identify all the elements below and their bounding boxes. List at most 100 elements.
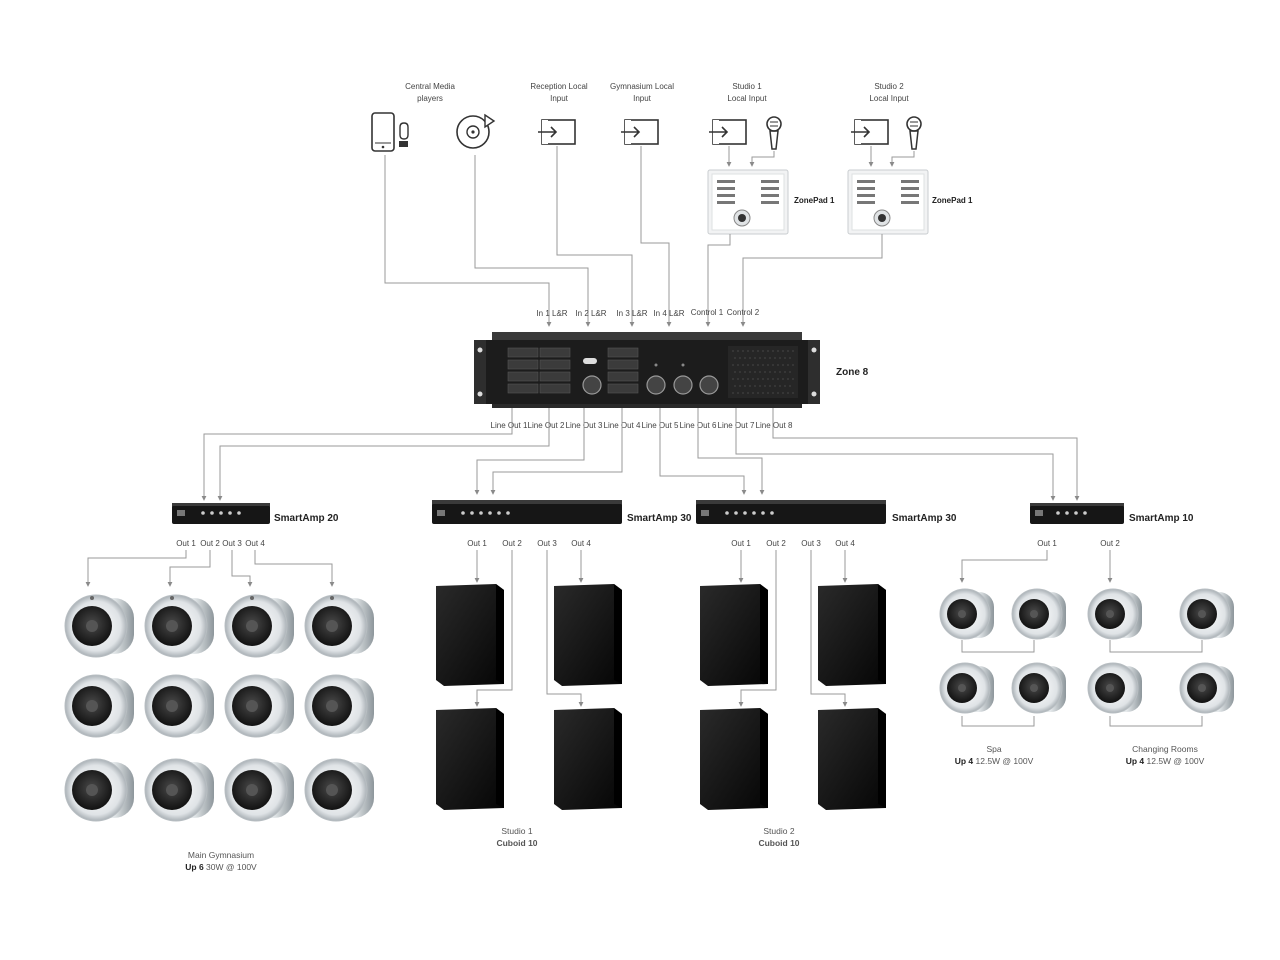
amp2-out-2: Out 2 <box>502 539 522 548</box>
cuboid-speaker <box>554 584 622 686</box>
amp3-out-4: Out 4 <box>835 539 855 548</box>
proc-in-2: In 2 L&R <box>575 309 606 318</box>
input-icon <box>621 119 659 145</box>
zone-studio1-model: Cuboid 10 <box>496 838 537 848</box>
input-label-central-media-2: players <box>417 94 443 103</box>
ceiling-speaker <box>64 674 134 738</box>
zonepad-1-label: ZonePad 1 <box>794 196 835 205</box>
amp-1-name: SmartAmp 20 <box>274 513 339 524</box>
zone-spa-spec: Up 4 12.5W @ 100V <box>955 756 1034 766</box>
input-wires <box>384 146 915 327</box>
ceiling-speaker <box>304 594 374 658</box>
ceiling-speaker <box>224 674 294 738</box>
tablet-icon <box>371 112 409 152</box>
cuboid-speaker <box>700 708 768 810</box>
zone-spa-model: Up 4 <box>955 756 974 766</box>
ceiling-speaker <box>939 588 994 640</box>
ceiling-speaker <box>304 674 374 738</box>
line-out-2: Line Out 2 <box>528 421 565 430</box>
zone-changing-rating: 12.5W @ 100V <box>1144 756 1204 766</box>
input-label-studio1-2: Local Input <box>727 94 767 103</box>
amp2-out-1: Out 1 <box>467 539 487 548</box>
cuboid-speakers-studio2 <box>700 584 886 810</box>
amp-4-name: SmartAmp 10 <box>1129 513 1194 524</box>
proc-control-2: Control 2 <box>727 308 760 317</box>
input-label-studio2: Studio 2 <box>874 82 904 91</box>
amp2-out-3: Out 3 <box>537 539 557 548</box>
proc-in-4: In 4 L&R <box>653 309 684 318</box>
input-icon <box>709 119 747 145</box>
zone-studio2-model: Cuboid 10 <box>758 838 799 848</box>
zonepad-2-label: ZonePad 1 <box>932 196 973 205</box>
amp4-out-1: Out 1 <box>1037 539 1057 548</box>
cuboid-speakers-studio1 <box>436 584 622 810</box>
cd-player-icon <box>456 113 496 149</box>
proc-in-3: In 3 L&R <box>616 309 647 318</box>
output-wires <box>201 408 1080 501</box>
cuboid-speaker <box>436 584 504 686</box>
speaker-wires <box>85 550 1203 727</box>
input-label-studio1: Studio 1 <box>732 82 762 91</box>
smartamp-30-a <box>432 500 622 524</box>
input-icon <box>538 119 576 145</box>
cuboid-speaker <box>554 708 622 810</box>
ceiling-speaker <box>64 758 134 822</box>
zone-main-gym-spec: Up 6 30W @ 100V <box>185 862 257 872</box>
ceiling-speaker <box>1011 588 1066 640</box>
amp4-out-2: Out 2 <box>1100 539 1120 548</box>
input-label-reception-2: Input <box>550 94 569 103</box>
zonepad-2 <box>847 169 929 235</box>
amp3-out-3: Out 3 <box>801 539 821 548</box>
proc-control-1: Control 1 <box>691 308 724 317</box>
zone-main-gym-name: Main Gymnasium <box>188 850 254 860</box>
input-label-studio2-2: Local Input <box>869 94 909 103</box>
ceiling-speaker <box>144 594 214 658</box>
microphone-icon <box>906 116 922 150</box>
zone-changing-spec: Up 4 12.5W @ 100V <box>1126 756 1205 766</box>
zone8-processor <box>474 332 820 408</box>
zone-studio2-name: Studio 2 <box>763 826 794 836</box>
smartamp-30-b <box>696 500 886 524</box>
cuboid-speaker <box>436 708 504 810</box>
ceiling-speaker <box>1087 588 1142 640</box>
ceiling-speaker <box>1087 662 1142 714</box>
zone-main-gym-rating: 30W @ 100V <box>204 862 257 872</box>
input-label-central-media: Central Media <box>405 82 455 91</box>
line-out-8: Line Out 8 <box>756 421 793 430</box>
ceiling-speaker-grid <box>64 594 374 822</box>
zonepad-1 <box>707 169 789 235</box>
ceiling-speaker <box>144 674 214 738</box>
amp-2-name: SmartAmp 30 <box>627 513 692 524</box>
processor-output-labels: Line Out 1 Line Out 2 Line Out 3 Line Ou… <box>491 421 793 430</box>
ceiling-speaker <box>64 594 134 658</box>
spa-speakers <box>939 588 1066 714</box>
amp3-out-2: Out 2 <box>766 539 786 548</box>
amp1-out-1: Out 1 <box>176 539 196 548</box>
input-label-gymnasium: Gymnasium Local <box>610 82 674 91</box>
microphone-icon <box>766 116 782 150</box>
input-label-reception: Reception Local <box>530 82 588 91</box>
zone-spa-name: Spa <box>986 744 1001 754</box>
processor-name: Zone 8 <box>836 367 869 378</box>
cuboid-speaker <box>818 584 886 686</box>
cuboid-speaker <box>700 584 768 686</box>
changing-room-speakers <box>1087 588 1234 714</box>
input-label-gymnasium-2: Input <box>633 94 652 103</box>
zone-main-gym-model: Up 6 <box>185 862 204 872</box>
line-out-1: Line Out 1 <box>491 421 528 430</box>
amp-output-labels: Out 1 Out 2 Out 3 Out 4 Out 1 Out 2 Out … <box>176 539 1120 548</box>
amp1-out-4: Out 4 <box>245 539 265 548</box>
cuboid-speaker <box>818 708 886 810</box>
ceiling-speaker <box>1011 662 1066 714</box>
amp3-out-1: Out 1 <box>731 539 751 548</box>
zone-spa-rating: 12.5W @ 100V <box>973 756 1033 766</box>
ceiling-speaker <box>224 758 294 822</box>
smartamp-10 <box>1030 503 1124 524</box>
proc-in-1: In 1 L&R <box>536 309 567 318</box>
zone-labels: Main Gymnasium Up 6 30W @ 100V Studio 1 … <box>185 744 1204 872</box>
amp1-out-2: Out 2 <box>200 539 220 548</box>
ceiling-speaker <box>224 594 294 658</box>
zone-changing-name: Changing Rooms <box>1132 744 1198 754</box>
zone-changing-model: Up 4 <box>1126 756 1145 766</box>
